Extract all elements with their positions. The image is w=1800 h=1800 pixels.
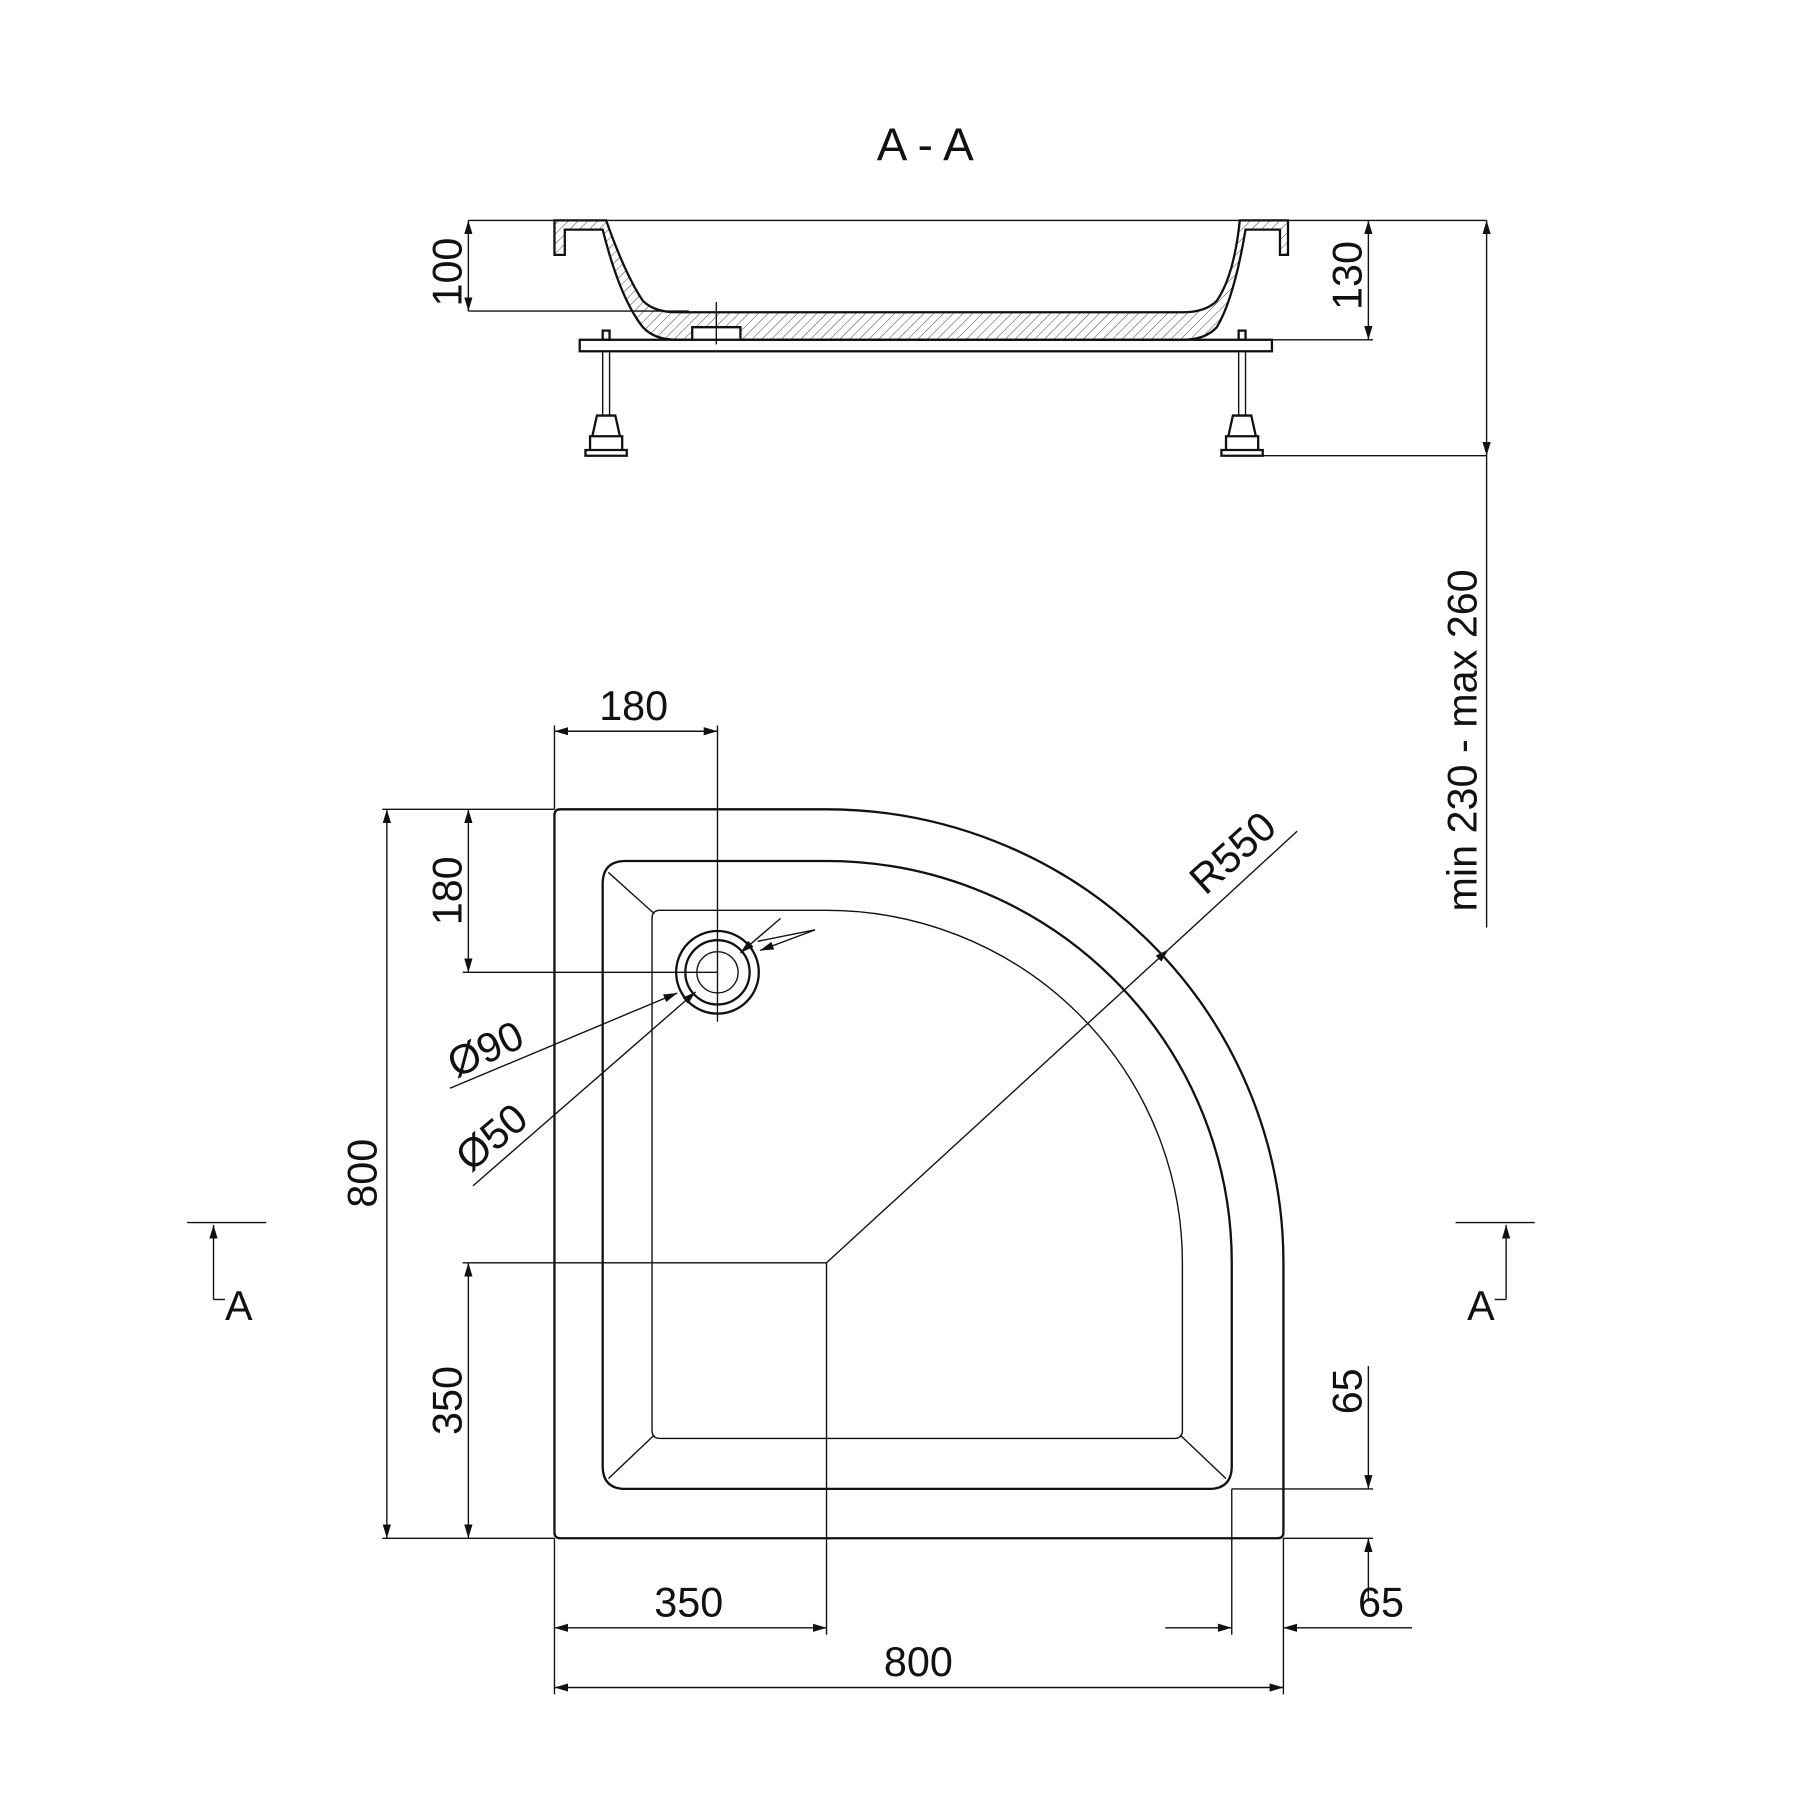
support-frame: [578, 338, 1274, 353]
dim-rim-bottom: 65: [1358, 1579, 1404, 1625]
section-title: A - A: [877, 119, 974, 171]
dim-radius: R550: [1181, 803, 1285, 903]
dim-corner-y: 350: [424, 1366, 470, 1435]
section-label-left: A: [225, 1283, 253, 1329]
leg-right: [1220, 329, 1264, 457]
dim-section-depth: 100: [424, 238, 470, 307]
tray-outline: [553, 808, 1285, 1540]
section-marker-right: A: [1455, 1221, 1535, 1329]
dim-total-height: 800: [340, 1139, 386, 1208]
dim-rim-right: 65: [1324, 1368, 1370, 1414]
leg-left: [584, 329, 628, 457]
dim-drain-inner: Ø50: [447, 1095, 536, 1180]
dim-drain-y: 180: [424, 856, 470, 925]
dim-drain-x: 180: [599, 683, 668, 729]
section-label-right: A: [1467, 1283, 1495, 1329]
tray-floor: [651, 909, 1184, 1440]
dim-section-height: 130: [1324, 241, 1370, 310]
dim-total-width: 800: [884, 1639, 953, 1685]
tray-inner-rim: [601, 859, 1233, 1491]
dim-leg-height: min 230 - max 260: [1439, 569, 1485, 911]
dim-drain-outer: Ø90: [440, 1012, 530, 1087]
tub-section: [553, 219, 1290, 341]
dim-corner-x: 350: [654, 1579, 723, 1625]
plan-view: 180 180 800 350 R550 Ø90 Ø50 350 800 65 …: [340, 683, 1412, 1695]
section-marker-left: A: [187, 1221, 267, 1329]
section-view: 100 130 min 230 - max 260: [424, 219, 1491, 928]
